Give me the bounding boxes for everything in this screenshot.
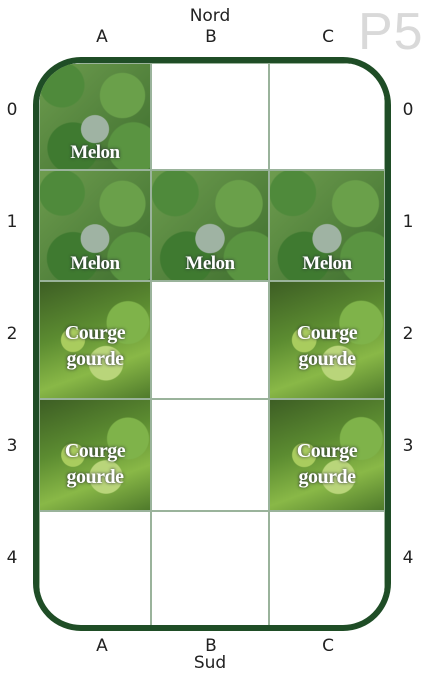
col-label-top-c: C: [318, 27, 338, 47]
col-label-top-b: B: [201, 27, 221, 47]
north-label: Nord: [180, 6, 240, 26]
plot-cell-b2[interactable]: [151, 281, 269, 399]
south-label: Sud: [180, 653, 240, 673]
crop-name: Melon: [270, 254, 384, 274]
row-label-right-0: 0: [400, 100, 416, 120]
row-label-left-4: 4: [4, 548, 20, 568]
crop-name: Melon: [152, 254, 268, 274]
plot-cell-c0[interactable]: [269, 63, 385, 170]
crop-label: Melon: [152, 254, 268, 274]
crop-name: Courge: [270, 320, 384, 346]
col-label-top-a: A: [92, 27, 112, 47]
crop-name: Courge: [40, 438, 150, 464]
row-label-left-0: 0: [4, 100, 20, 120]
row-label-left-3: 3: [4, 436, 20, 456]
row-label-right-2: 2: [400, 324, 416, 344]
col-label-bottom-c: C: [318, 636, 338, 656]
crop-name-line2: gourde: [40, 346, 150, 372]
crop-name: Melon: [40, 143, 150, 163]
crop-name: Courge: [270, 438, 384, 464]
plot-cell-b0[interactable]: [151, 63, 269, 170]
crop-label: Melon: [40, 143, 150, 163]
row-label-left-2: 2: [4, 324, 20, 344]
plot-cell-a1[interactable]: Melon: [39, 170, 151, 281]
plot-cell-a0[interactable]: Melon: [39, 63, 151, 170]
crop-name-line2: gourde: [270, 346, 384, 372]
crop-name-line2: gourde: [40, 464, 150, 490]
plot-id: P5: [358, 2, 424, 62]
crop-label: Melon: [40, 254, 150, 274]
col-label-bottom-b: B: [201, 636, 221, 656]
plot-cell-c1[interactable]: Melon: [269, 170, 385, 281]
plot-cell-b1[interactable]: Melon: [151, 170, 269, 281]
crop-name-line2: gourde: [270, 464, 384, 490]
plot-cell-a4[interactable]: [39, 511, 151, 631]
row-label-left-1: 1: [4, 212, 20, 232]
row-label-right-3: 3: [400, 436, 416, 456]
row-label-right-1: 1: [400, 212, 416, 232]
row-label-right-4: 4: [400, 548, 416, 568]
crop-label: Melon: [270, 254, 384, 274]
crop-name: Courge: [40, 320, 150, 346]
crop-name: Melon: [40, 254, 150, 274]
plot-cell-b4[interactable]: [151, 511, 269, 631]
plot-cell-b3[interactable]: [151, 399, 269, 511]
plot-cell-c4[interactable]: [269, 511, 385, 631]
col-label-bottom-a: A: [92, 636, 112, 656]
